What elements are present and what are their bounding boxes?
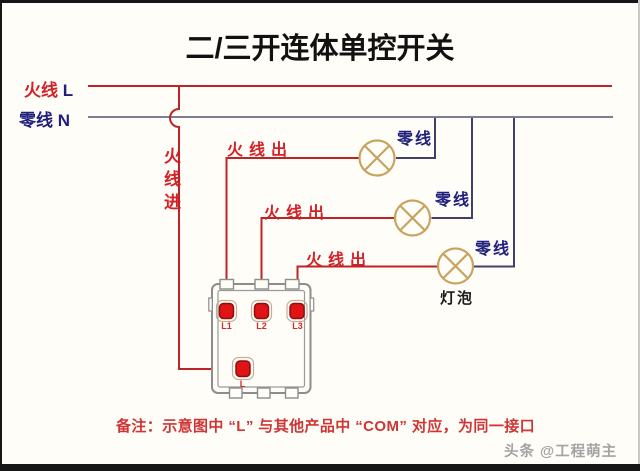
terminal-label-L1: L1 [221,321,232,331]
neutral-wire-legend: 零线 N [19,106,70,131]
terminal-label-L2: L2 [256,321,267,331]
neutral-branch-wire-1 [396,118,436,159]
neutral-branch-wire-2 [431,118,473,219]
neutral-branch-wire-3 [474,118,515,268]
live-out-label-1: 火线出 [227,142,294,159]
frame-edge-right [638,0,640,471]
bulb-label: 灯泡 [440,290,475,307]
mount-tab-bottom-2 [256,387,271,399]
frame-edge-top [0,0,640,3]
terminal-L2 [250,299,273,323]
neutral-wire-tag: N [57,111,71,130]
frame-edge-left [0,0,2,471]
live-out-wire-1 [225,157,359,307]
lamp-icon-3 [436,247,475,285]
terminal-L3 [286,299,308,323]
mount-bump-left [208,297,213,312]
switch-frame [208,278,315,399]
mount-tab-bottom-3 [284,387,299,399]
footnote: 备注：示意图中 “L” 与其他产品中 “COM” 对应，为同一接口 [116,418,536,435]
lamp-icon-1 [358,139,396,177]
live-wire-tag: L [62,81,74,100]
neutral-wire-label: 零线 [19,111,53,130]
lamp-icon-2 [393,199,432,237]
mount-tab-top-3 [284,278,300,290]
page-title: 二/三开连体单控开关 [185,33,455,65]
mount-tab-bottom-1 [228,387,243,399]
live-wire-label: 火线 [24,81,58,100]
live-out-label-3: 火线出 [306,252,373,269]
mount-tab-top-2 [254,278,270,290]
terminal-L1 [215,299,238,323]
neutral-label-2: 零线 [435,192,472,209]
mount-tab-top-1 [219,278,235,290]
live-out-wire-3 [296,265,438,307]
watermark: 头条 @工程萌主 [504,444,618,460]
terminal-L-common [231,356,255,381]
live-feed-wire [169,86,236,370]
neutral-label-3: 零线 [475,241,512,258]
live-out-wire-2 [260,217,394,307]
live-wire-legend: 火线 L [24,76,73,101]
neutral-label-1: 零线 [397,131,434,148]
live-feed-label: 火线进 [161,147,180,216]
terminal-label-L3: L3 [292,321,303,331]
frame-edge-bottom [0,464,640,471]
mount-bump-right [309,297,315,312]
terminal-label-L-common: L [239,379,246,389]
